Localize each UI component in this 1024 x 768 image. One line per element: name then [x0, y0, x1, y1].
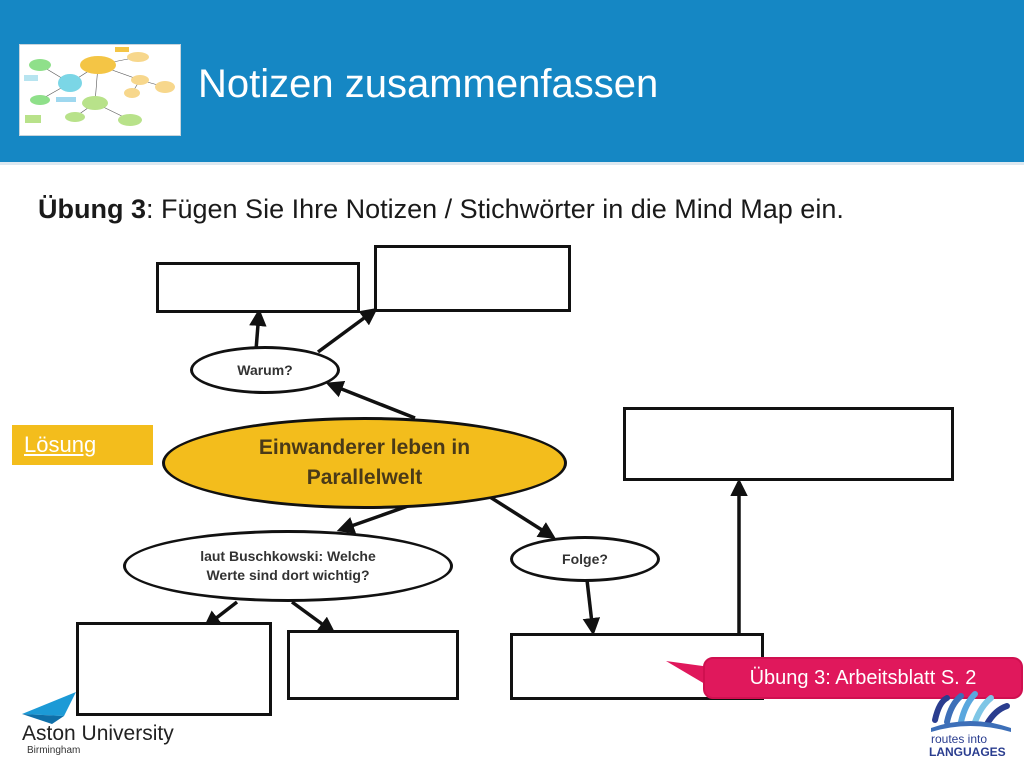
page-title: Notizen zusammenfassen [198, 62, 659, 106]
exercise-instruction: Übung 3: Fügen Sie Ihre Notizen / Stichw… [38, 194, 844, 225]
exercise-text: : Fügen Sie Ihre Notizen / Stichwörter i… [146, 194, 844, 224]
note-box-bottom-1[interactable] [76, 622, 272, 716]
node-central-topic: Einwanderer leben in Parallelwelt [162, 417, 567, 509]
arrow-center-to-warum [325, 381, 416, 420]
central-topic-line2: Parallelwelt [306, 466, 423, 489]
note-box-top-left[interactable] [156, 262, 360, 313]
note-box-right[interactable] [623, 407, 954, 481]
arrow-buschkowski-to-box2 [290, 600, 336, 635]
note-box-bottom-2[interactable] [287, 630, 459, 700]
routes-into-languages-logo: routes into LANGUAGES [929, 691, 1011, 759]
header-divider [0, 162, 1024, 165]
node-warum-label: Warum? [237, 361, 293, 378]
exercise-label: Übung 3 [38, 194, 146, 224]
node-warum: Warum? [190, 346, 340, 394]
solution-link[interactable]: Lösung [12, 425, 153, 465]
arrow-warum-to-box-left [249, 308, 267, 351]
routes-line1: routes into [931, 732, 987, 746]
arrow-center-to-buschkowski [336, 504, 409, 534]
routes-line2: LANGUAGES [929, 745, 1006, 759]
worksheet-callout: Übung 3: Arbeitsblatt S. 2 [703, 657, 1023, 699]
aston-name: Aston University [22, 722, 174, 745]
arrow-folge-to-box3 [582, 579, 601, 636]
central-topic-line1: Einwanderer leben in [258, 436, 471, 459]
arrow-center-to-folge [489, 495, 556, 539]
note-box-top-right[interactable] [374, 245, 571, 312]
aston-city: Birmingham [27, 745, 80, 756]
buschkowski-line1: laut Buschkowski: Welche [200, 548, 376, 564]
arrow-warum-to-box-right [316, 307, 378, 354]
mind-map-thumbnail-graphic [24, 47, 175, 126]
aston-university-logo: Aston University Birmingham [22, 692, 174, 756]
node-folge: Folge? [510, 536, 660, 582]
node-folge-label: Folge? [562, 550, 608, 567]
callout-pointer [666, 661, 710, 687]
mind-map-thumbnail [19, 44, 181, 136]
node-buschkowski: laut Buschkowski: Welche Werte sind dort… [123, 530, 453, 602]
buschkowski-line2: Werte sind dort wichtig? [206, 567, 370, 583]
